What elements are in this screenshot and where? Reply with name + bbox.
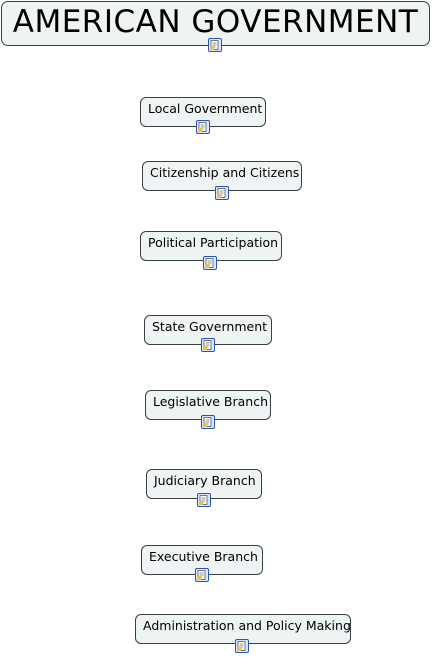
root-topic[interactable]: AMERICAN GOVERNMENT <box>1 1 430 46</box>
note-icon[interactable] <box>201 338 215 352</box>
note-icon[interactable] <box>197 493 211 507</box>
note-icon[interactable] <box>235 639 249 653</box>
topic-label: Legislative Branch <box>153 394 269 409</box>
note-icon[interactable] <box>215 186 229 200</box>
topic-label: Administration and Policy Making <box>143 618 351 633</box>
topic-label: Political Participation <box>148 235 279 250</box>
topic-judiciary-branch[interactable]: Judiciary Branch <box>146 469 262 499</box>
topic-label: Citizenship and Citizens <box>150 165 300 180</box>
topic-label: Judiciary Branch <box>154 473 256 488</box>
root-topic-label: AMERICAN GOVERNMENT <box>12 4 419 40</box>
note-icon[interactable] <box>195 568 209 582</box>
note-icon[interactable] <box>201 415 215 429</box>
note-icon[interactable] <box>196 120 210 134</box>
topic-label: Local Government <box>148 101 263 116</box>
topic-label: State Government <box>152 319 268 334</box>
note-icon[interactable] <box>208 38 222 52</box>
note-icon[interactable] <box>203 256 217 270</box>
topic-political-participation[interactable]: Political Participation <box>140 231 282 261</box>
topic-label: Executive Branch <box>149 549 258 564</box>
